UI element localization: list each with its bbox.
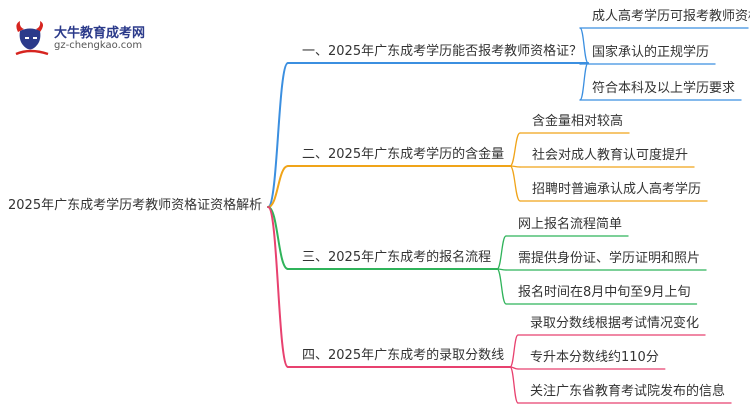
leaf-item: 含金量相对较高 (532, 114, 624, 129)
logo-site-url: gz-chengkao.com (54, 40, 143, 51)
leaf-item: 成人高考学历可报考教师资格证 (592, 9, 750, 24)
leaf-connector (509, 334, 519, 368)
logo-site-name: 大牛教育成考网 (54, 26, 146, 41)
leaf-item: 符合本科及以上学历要求 (592, 81, 736, 96)
branch-topic-4: 四、2025年广东成考的录取分数线 (302, 348, 505, 363)
leaf-connector (496, 235, 507, 270)
branch-connector (267, 165, 289, 208)
leaf-item: 社会对成人教育认可度提升 (532, 148, 689, 163)
leaf-connector (509, 165, 521, 202)
leaf-item: 网上报名流程简单 (518, 217, 623, 232)
leaf-item: 关注广东省教育考试院发布的信息 (530, 384, 726, 399)
leaf-connector (509, 366, 519, 404)
leaf-connector (579, 62, 589, 101)
branch-topic-1: 一、2025年广东成考学历能否报考教师资格证？ (302, 44, 583, 59)
leaf-item: 国家承认的正规学历 (592, 45, 710, 60)
leaf-item: 专升本分数线约110分 (530, 350, 659, 365)
bull-logo-icon (15, 21, 49, 56)
leaf-item: 招聘时普遍承认成人高考学历 (532, 182, 702, 197)
branch-connector (267, 206, 289, 368)
leaf-connector (496, 268, 507, 305)
leaf-item: 录取分数线根据考试情况变化 (530, 316, 700, 331)
leaf-connector (509, 132, 521, 167)
branch-topic-3: 三、2025年广东成考的报名流程 (302, 250, 492, 265)
branch-connector (267, 62, 289, 208)
branch-connector (267, 206, 289, 270)
site-logo[interactable]: 大牛教育成考网 gz-chengkao.com (10, 18, 170, 58)
root-topic: 2025年广东成考学历考教师资格证资格解析 (8, 198, 263, 213)
leaf-item: 需提供身份证、学历证明和照片 (518, 251, 701, 266)
leaf-connector (579, 27, 589, 64)
branch-topic-2: 二、2025年广东成考学历的含金量 (302, 147, 505, 162)
leaf-item: 报名时间在8月中旬至9月上旬 (518, 285, 691, 300)
